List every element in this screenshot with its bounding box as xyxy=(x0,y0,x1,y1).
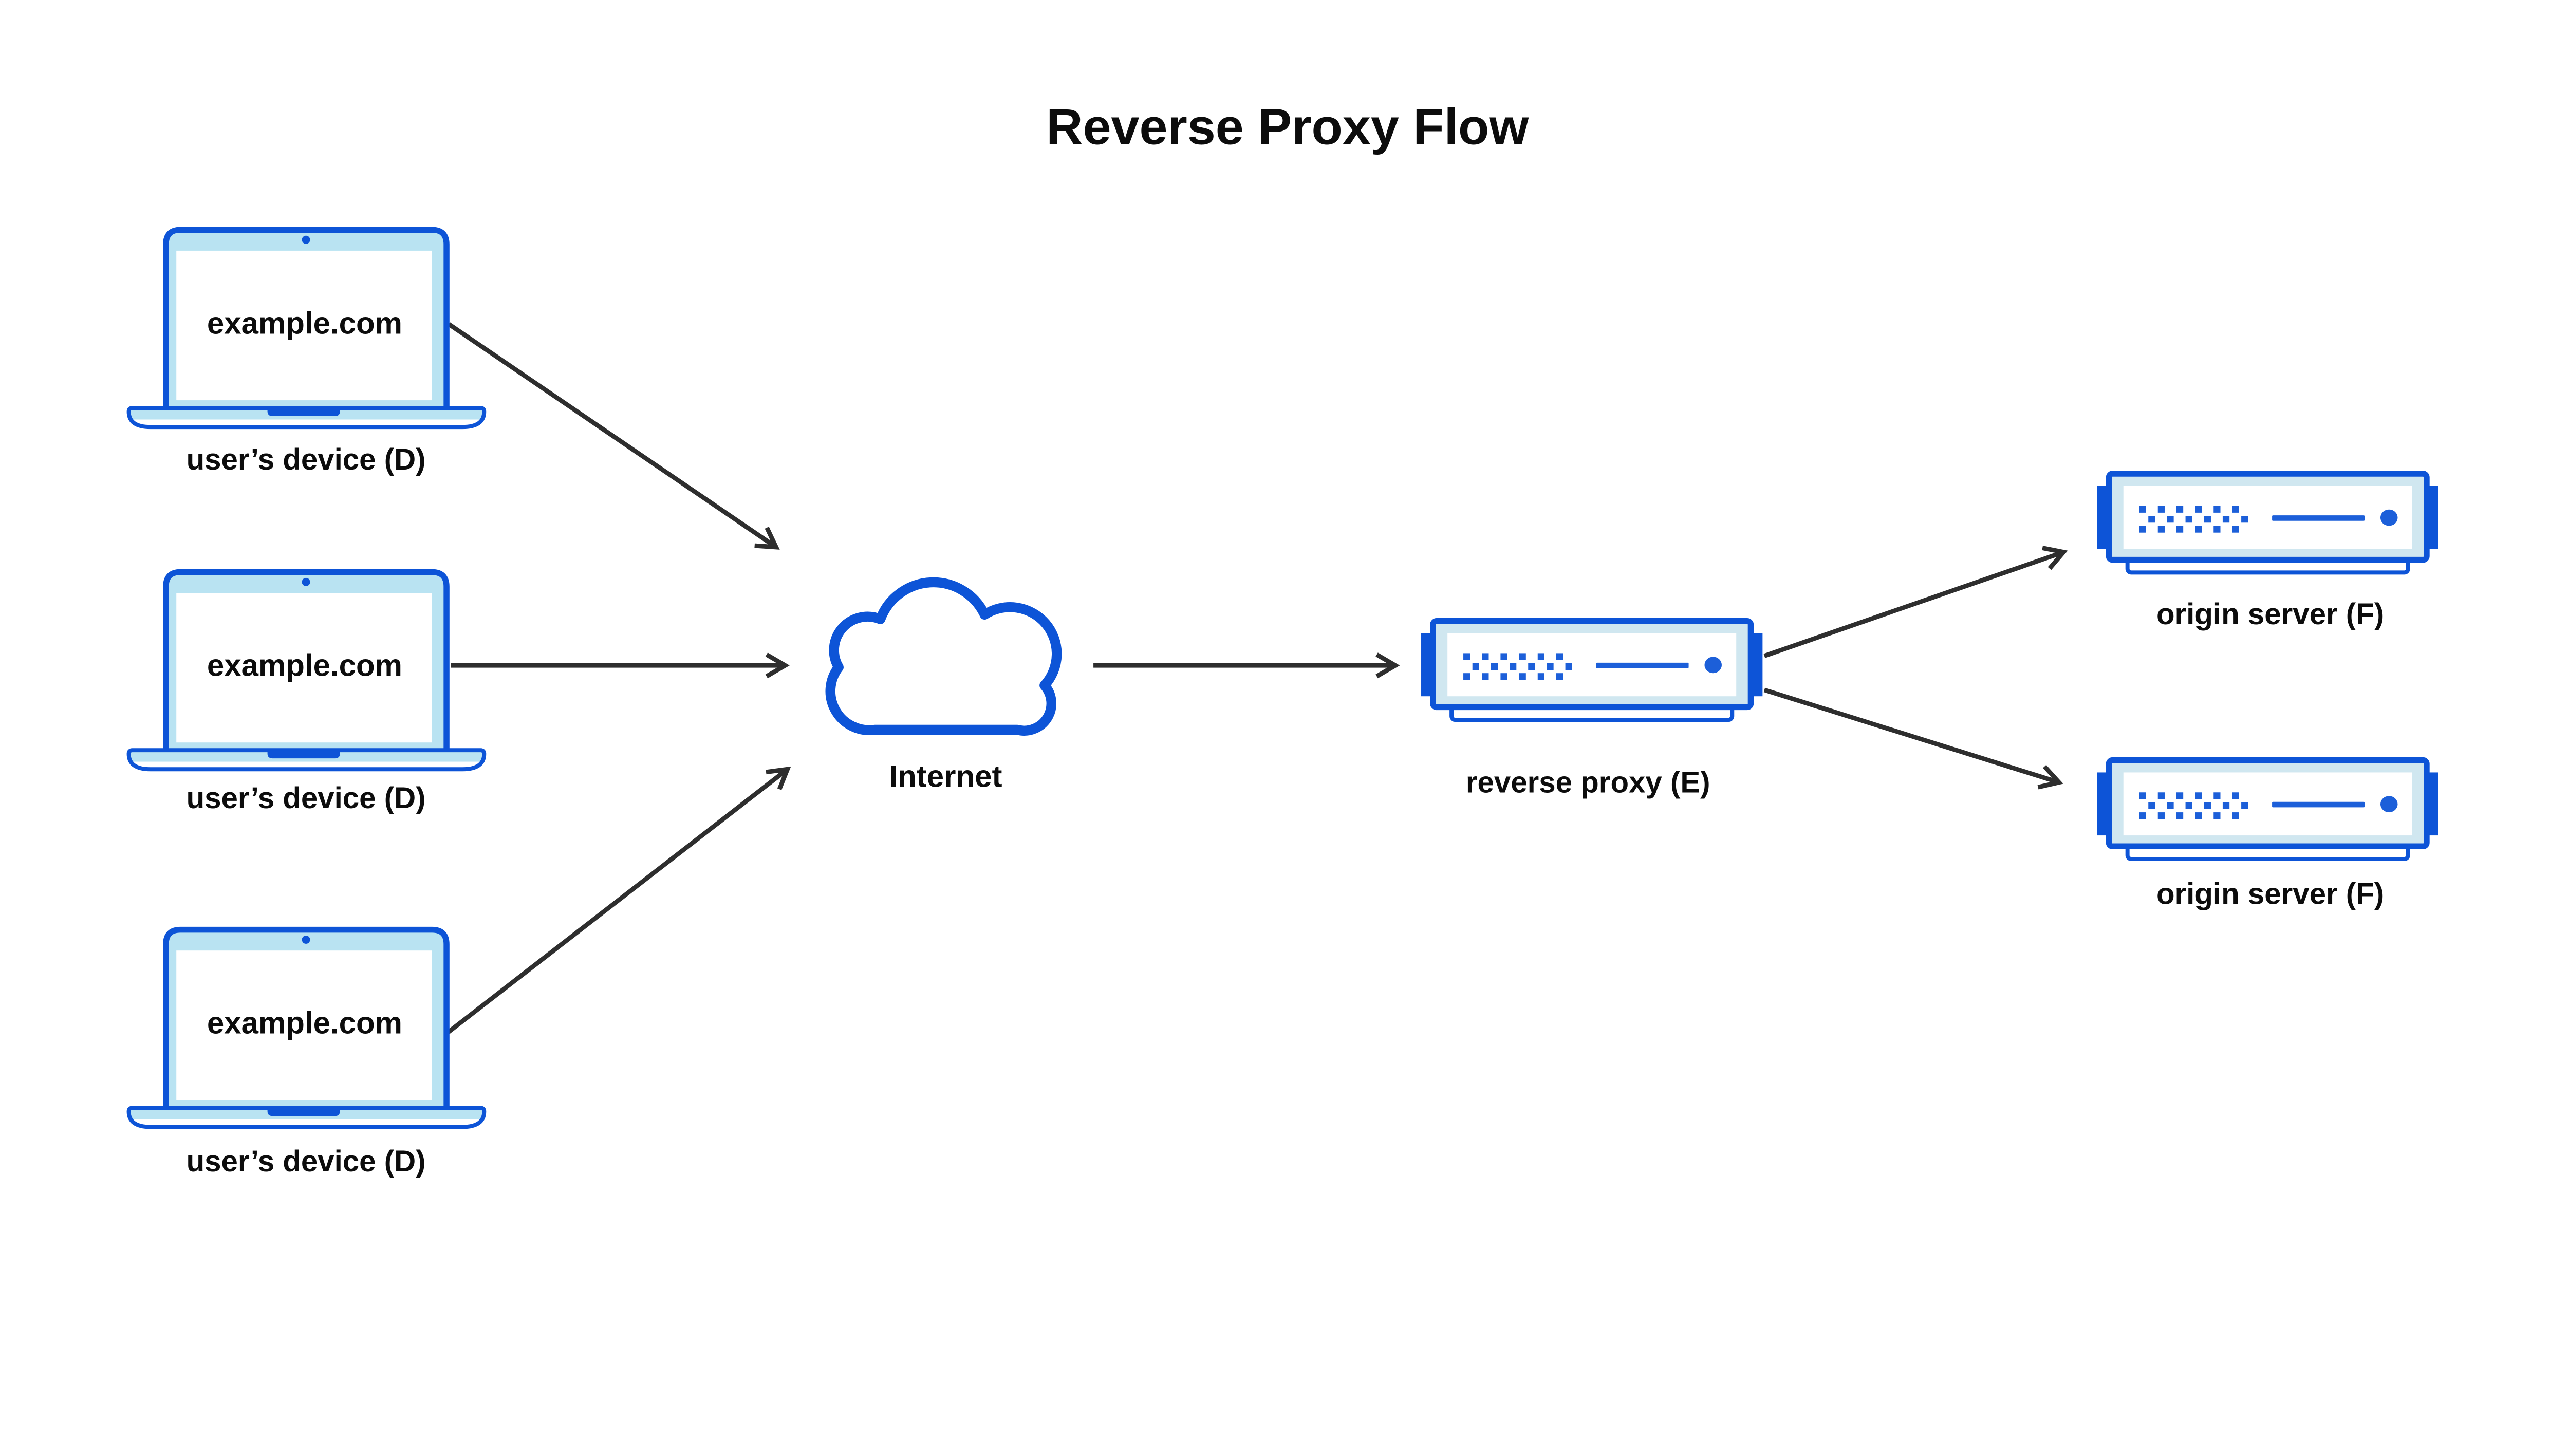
node-user-device-2: example.com user’s device (D) xyxy=(129,572,485,815)
arrow-proxy-to-origin1 xyxy=(1763,546,2068,658)
internet-label: Internet xyxy=(889,759,1002,794)
node-user-device-1: example.com user’s device (D) xyxy=(129,230,485,476)
cloud-icon xyxy=(825,577,1062,736)
node-internet: Internet xyxy=(825,577,1062,794)
device-label: user’s device (D) xyxy=(187,443,426,476)
device-label: user’s device (D) xyxy=(187,1145,426,1178)
origin-server-label: origin server (F) xyxy=(2156,598,2384,631)
flow-arrows xyxy=(445,322,2068,1036)
arrow-device3-to-internet xyxy=(445,766,791,1036)
diagram-canvas: Reverse Proxy Flow example.com user’s de… xyxy=(125,98,2442,1178)
rack-server-icon xyxy=(2097,474,2438,572)
reverse-proxy-label: reverse proxy (E) xyxy=(1466,766,1710,799)
arrow-device1-to-internet xyxy=(447,322,780,550)
device-screen-text: example.com xyxy=(207,648,402,682)
device-label: user’s device (D) xyxy=(187,781,426,815)
node-reverse-proxy: reverse proxy (E) xyxy=(1421,621,1762,799)
node-origin-server-2: origin server (F) xyxy=(2097,760,2438,910)
diagram-title: Reverse Proxy Flow xyxy=(1046,99,1529,155)
arrow-proxy-to-origin2 xyxy=(1763,687,2063,790)
reverse-proxy-flow-diagram: Reverse Proxy Flow example.com user’s de… xyxy=(125,98,2442,1178)
node-origin-server-1: origin server (F) xyxy=(2097,474,2438,631)
device-screen-text: example.com xyxy=(207,1006,402,1040)
origin-server-label: origin server (F) xyxy=(2156,877,2384,910)
rack-server-icon xyxy=(2097,760,2438,859)
node-user-device-3: example.com user’s device (D) xyxy=(129,930,485,1178)
rack-server-icon xyxy=(1421,621,1762,720)
device-screen-text: example.com xyxy=(207,306,402,340)
